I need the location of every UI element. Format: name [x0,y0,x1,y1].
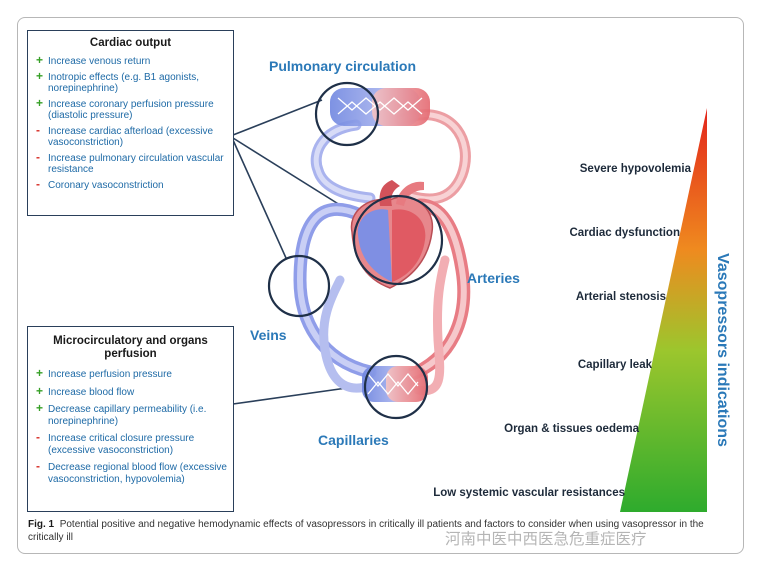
microcirculatory-panel: Microcirculatory and organs perfusion +I… [27,326,234,512]
microcirculatory-item: +Increase blood flow [36,383,135,398]
caption-label: Fig. 1 [28,519,55,530]
vessel-loops [293,109,471,396]
cardiac-output-item: +Increase venous return [36,53,151,67]
cardiac-output-item: -Increase pulmonary circulation vascular… [36,149,224,175]
cardiac-output-panel: Cardiac output +Increase venous return +… [27,30,234,216]
connector-lines [232,99,369,405]
figure-caption: Fig. 1 Potential positive and negative h… [28,518,728,544]
indications-gradient-triangle [620,108,707,512]
indication-level: Arterial stenosis [575,291,666,303]
indication-level: Organ & tissues oedema [504,423,639,435]
pulmonary-circulation-label: Pulmonary circulation [269,58,417,74]
cardiac-output-item: +Inotropic effects (e.g. B1 agonists, no… [36,68,200,94]
veins-label: Veins [250,327,287,343]
microcirculatory-item: +Increase perfusion pressure [36,366,172,380]
indication-level: Low systemic vascular resistances [433,487,625,499]
indication-level: Severe hypovolemia [579,163,691,175]
capillaries-label: Capillaries [318,432,389,448]
indication-level: Capillary leak [577,359,652,371]
indication-level: Cardiac dysfunction [569,227,680,239]
pulmonary-capillaries [330,88,430,126]
vasopressors-indications-title: Vasopressors indications [714,253,731,447]
caption-text: Potential positive and negative hemodyna… [28,519,704,543]
highlight-circles [267,81,444,420]
microcirculatory-item: -Decrease regional blood flow (excessive… [36,459,227,485]
microcirculatory-item: -Increase critical closure pressure (exc… [36,430,195,456]
microcirculatory-title: Microcirculatory and organs perfusion [53,335,208,360]
cardiac-output-item: -Coronary vasoconstriction [36,176,164,191]
arteries-label: Arteries [467,270,520,286]
heart-illustration [350,180,434,289]
systemic-capillaries [362,366,428,402]
cardiac-output-item: +Increase coronary perfusion pressure (d… [36,95,214,121]
microcirculatory-item: +Decrease capillary permeability (i.e. n… [36,401,207,427]
watermark-text: 河南中医中西医急危重症医疗 [445,530,647,548]
cardiac-output-item: -Increase cardiac afterload (excessive v… [36,122,214,148]
cardiac-output-title: Cardiac output [89,37,172,49]
